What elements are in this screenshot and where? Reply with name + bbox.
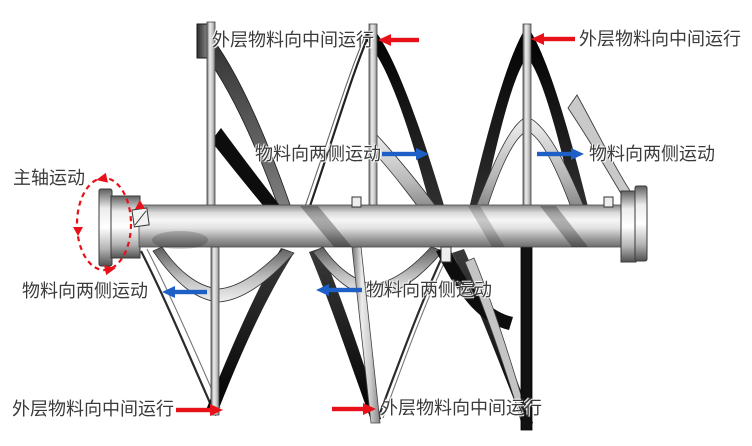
blade-thin-edge (375, 252, 445, 422)
rotation-arrowheads (73, 172, 145, 276)
right-flange (634, 185, 648, 262)
blade-outer-left-black (206, 248, 294, 416)
arm-upper-right (522, 23, 532, 207)
label-outer-to-center-bottom-left: 外层物料向中间运行 (12, 399, 174, 419)
shaft-shadow-band (540, 206, 588, 247)
left-flange (98, 188, 113, 267)
mount-stub (351, 196, 362, 208)
label-outer-to-center-top-left: 外层物料向中间运行 (212, 30, 374, 50)
label-to-both-sides-lower-center: 物料向两侧运动 (366, 280, 492, 300)
label-outer-to-center-bottom-center: 外层物料向中间运行 (380, 398, 542, 418)
red-arrow-left-icon (531, 33, 575, 45)
mount-stub-line (134, 210, 147, 226)
blue-arrow-right-icon (382, 148, 429, 160)
right-hub (620, 190, 637, 263)
blue-arrow-left-icon (316, 284, 362, 296)
label-to-both-sides-mid-right: 物料向两侧运动 (589, 144, 715, 164)
blade-thin-edge (299, 29, 373, 233)
arm-lower-left (210, 246, 220, 416)
lower-blades (140, 246, 533, 428)
label-to-both-sides-mid-left: 物料向两侧运动 (255, 144, 381, 164)
blade-thin-edge (295, 33, 367, 233)
blade-thin-edge (140, 250, 216, 413)
label-to-both-sides-lower-left: 物料向两侧运动 (22, 281, 148, 301)
left-hub (110, 195, 141, 259)
red-arrow-right-icon (332, 403, 376, 415)
label-main-shaft-motion: 主轴运动 (13, 168, 85, 188)
main-shaft (138, 204, 624, 248)
shaft-shadow-band (300, 206, 352, 247)
label-outer-to-center-top-right: 外层物料向中间运行 (579, 29, 741, 49)
blade-inner-left-gray (152, 246, 295, 303)
mount-stub (603, 196, 614, 208)
blue-arrow-left-icon (162, 286, 207, 298)
red-arrow-right-icon (176, 404, 223, 416)
mount-stub (440, 246, 452, 263)
shaft-shadow-spot (152, 231, 208, 249)
shaft-assembly (98, 185, 648, 267)
blue-arrow-right-icon (537, 148, 584, 160)
blade-outer-center-black (364, 26, 453, 239)
blade-thin-edge (382, 254, 449, 419)
red-arrow-left-icon (378, 34, 419, 46)
shaft-rotation-marker (73, 172, 145, 276)
arm-upper-center (368, 23, 378, 207)
shaft-shadow-band (468, 206, 505, 247)
